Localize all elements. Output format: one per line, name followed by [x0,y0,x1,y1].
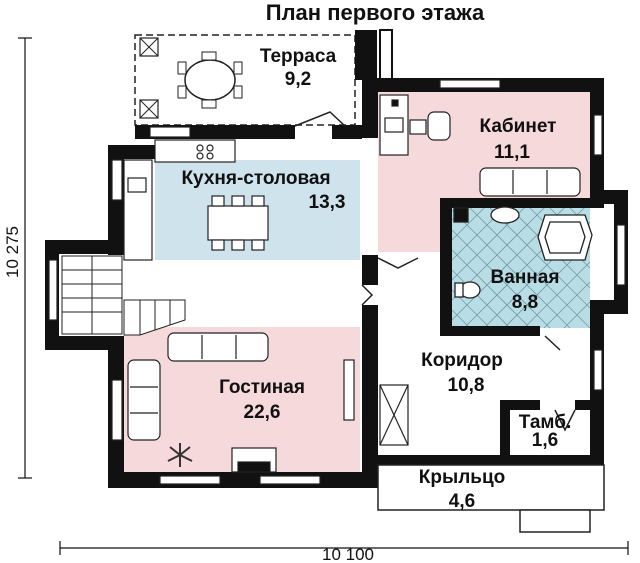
living-name: Гостиная [219,377,305,398]
bathroom-name: Ванная [491,267,560,288]
sofa-top [167,332,269,362]
kitchen-area: 13,3 [309,192,346,213]
terrace-area: 9,2 [285,69,311,90]
corridor-name: Коридор [421,350,503,371]
porch [377,464,605,533]
living-furniture [127,332,355,473]
bathroom-fixtures [453,206,593,299]
corridor-area: 10,8 [448,375,485,396]
bathroom-area: 8,8 [512,292,538,313]
kitchen-furniture [123,139,269,261]
dining-table [207,205,269,241]
office-furniture [379,94,581,197]
living-area: 22,6 [244,402,281,423]
office-name: Кабинет [480,116,557,137]
sofa-left [127,359,161,441]
dimension-lines [18,37,629,555]
office-area: 11,1 [494,142,530,163]
terrace-name: Терраса [260,46,337,67]
wardrobe [379,384,409,446]
kitchen-name: Кухня-столовая [181,168,330,189]
terrace-table [184,59,236,101]
doors [294,111,576,432]
bathroom-tiles [451,204,591,329]
height-dimension: 10 275 [3,226,22,278]
staircase [61,255,186,336]
width-dimension: 10 100 [322,545,374,563]
plan-title: План первого этажа [266,0,485,25]
terrace [134,34,356,126]
office-sofa [479,167,581,197]
windows [48,79,626,485]
porch-name: Крыльцо [419,467,505,488]
vestibule-area: 1,6 [532,430,558,451]
porch-area: 4,6 [449,491,475,512]
plant-icon [167,443,193,467]
vestibule-name: Тамб. [519,412,572,433]
